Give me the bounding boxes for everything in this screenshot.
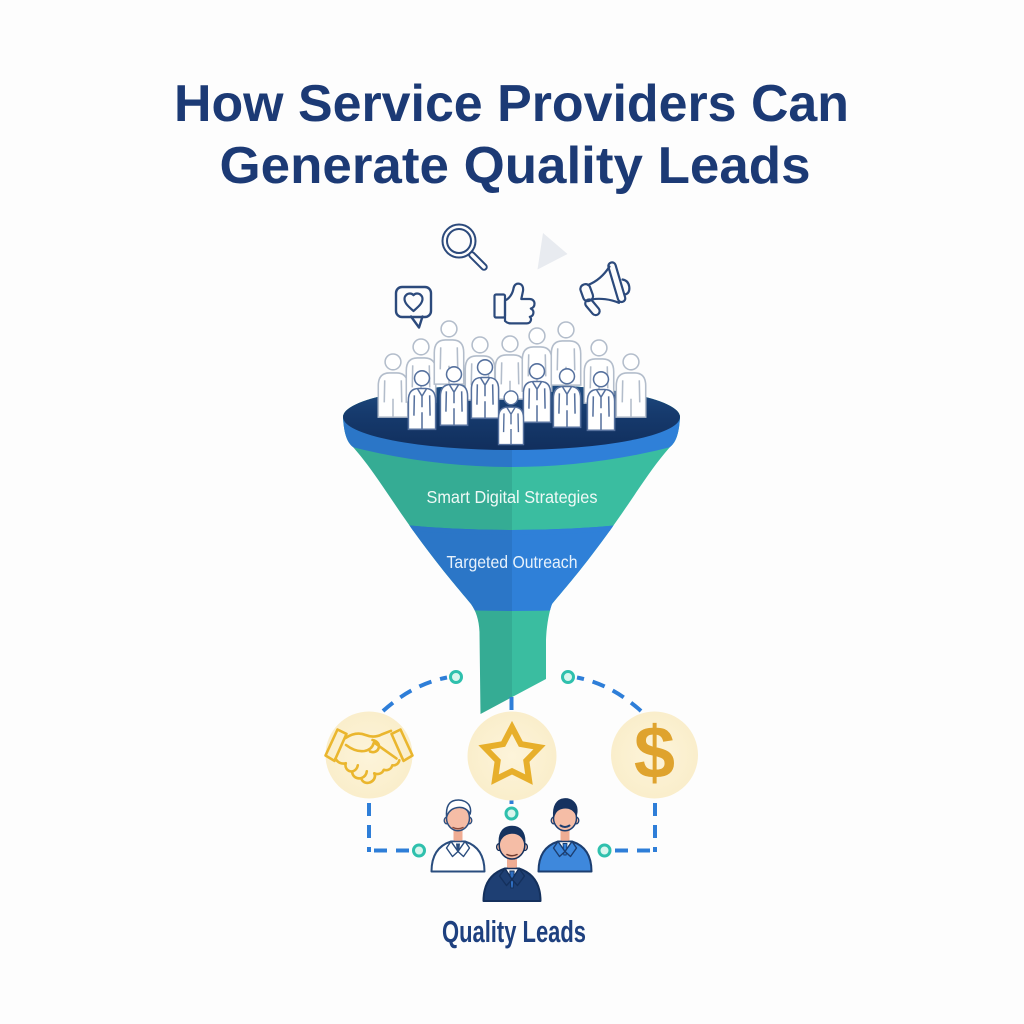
svg-text:Quality Leads: Quality Leads <box>442 915 586 949</box>
svg-text:$: $ <box>634 711 675 794</box>
svg-text:How Service Providers Can: How Service Providers Can <box>174 75 849 133</box>
svg-text:Targeted Outreach: Targeted Outreach <box>447 552 578 572</box>
svg-text:Smart Digital Strategies: Smart Digital Strategies <box>427 487 598 507</box>
svg-text:Generate Quality Leads: Generate Quality Leads <box>220 137 811 195</box>
